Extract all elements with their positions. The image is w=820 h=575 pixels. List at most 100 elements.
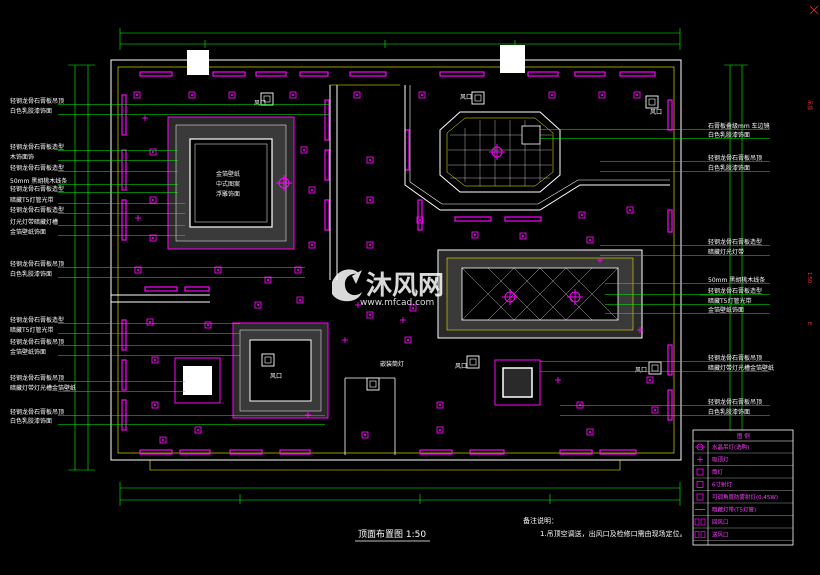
leader-lines — [58, 104, 770, 425]
downlight-icon — [416, 216, 424, 224]
annotation-left-7: 暗藏T5灯管光带 — [10, 196, 53, 204]
spotlight-icon — [305, 412, 311, 418]
downlight-icon — [294, 266, 302, 274]
light-strip — [121, 399, 127, 431]
light-strip — [121, 359, 127, 391]
annotation-left-17: 轻钢龙骨石膏板吊顶 — [10, 374, 64, 382]
light-strip — [619, 71, 656, 77]
light-strip — [139, 449, 173, 455]
downlight-icon — [133, 91, 141, 99]
downlight-icon — [366, 241, 374, 249]
legend-row: 吸顶灯 — [693, 456, 793, 466]
light-strip — [667, 344, 673, 376]
edge-light-strips — [121, 71, 673, 455]
downlight-icon — [633, 91, 641, 99]
vent-icon — [648, 361, 662, 375]
downlight-icon — [188, 91, 196, 99]
annotation-right-9: 金箔壁纸饰面 — [708, 306, 744, 314]
center-block-line-2: 中式图案 — [216, 180, 240, 188]
legend-label: 暗藏灯带(T5灯管) — [712, 506, 756, 514]
downlight-icon — [264, 276, 272, 284]
legend-square-dot-icon — [696, 468, 704, 476]
columns — [187, 45, 525, 75]
light-strip — [229, 449, 263, 455]
downlight-icon — [289, 91, 297, 99]
downlight-icon — [651, 406, 659, 414]
light-strip — [349, 71, 387, 77]
downlight-icon — [578, 211, 586, 219]
annotation-left-13: 轻钢龙骨石膏板造型 — [10, 316, 64, 324]
light-strip — [454, 216, 492, 222]
downlight-icon — [149, 148, 157, 156]
annotation-left-12: 白色乳胶漆饰面 — [10, 270, 52, 278]
annotations-right: 石膏板叠级mm 车边镜白色乳胶漆饰面轻钢龙骨石膏板吊顶白色乳胶漆饰面轻钢龙骨石膏… — [708, 122, 774, 416]
vent-icon — [471, 91, 485, 105]
light-strip — [184, 286, 210, 292]
spotlight-icon — [400, 317, 406, 323]
annotation-right-7: 轻钢龙骨石膏板造型 — [708, 287, 762, 295]
annotation-right-11: 暗藏灯带灯光槽金箔壁纸 — [708, 364, 774, 372]
light-strip — [212, 71, 246, 77]
downlight-icon — [308, 241, 316, 249]
downlight-icon — [586, 236, 594, 244]
light-strip — [121, 319, 127, 351]
vent-icon — [366, 377, 380, 391]
legend-row: 送风口 — [693, 531, 793, 541]
annotation-right-6: 50mm 黑胡桃木线条 — [708, 276, 765, 284]
light-strip — [121, 149, 127, 191]
chandelier-icon — [502, 289, 518, 305]
light-strip — [324, 149, 330, 181]
annotation-right-5: 暗藏灯光灯带 — [708, 248, 744, 256]
annotation-left-14: 暗藏T5灯管光带 — [10, 326, 53, 334]
annotation-left-6: 轻钢龙骨石膏板造型 — [10, 185, 64, 193]
legend-row: 筒灯 — [693, 468, 793, 479]
light-strip — [599, 449, 637, 455]
downlight-icon — [404, 336, 412, 344]
legend-title: 图 例 — [737, 432, 750, 440]
light-strip — [667, 209, 673, 233]
right-margin-marks: 吊顶 1:50 E — [806, 5, 819, 325]
downlight-icon — [214, 266, 222, 274]
ceiling-panel-left-bottom — [232, 322, 329, 419]
downlight-icon — [308, 186, 316, 194]
legend-row: 可调角度防雾射灯(0.45W) — [693, 493, 793, 504]
downlight-icon — [626, 206, 634, 214]
downlight-icon — [548, 91, 556, 99]
spotlight-icon — [342, 337, 348, 343]
downlight-icon — [436, 426, 444, 434]
annotation-left-2: 轻钢龙骨石膏板造型 — [10, 143, 64, 151]
watermark-text: 沐风网 — [366, 271, 444, 301]
light-strip — [255, 71, 287, 77]
legend-label: 水晶吊灯(选购) — [712, 443, 749, 451]
annotation-right-4: 轻钢龙骨石膏板造型 — [708, 238, 762, 246]
annotation-right-8: 暗藏T5灯管光带 — [708, 297, 751, 305]
spotlight-icon — [142, 115, 148, 121]
light-strip — [574, 71, 606, 77]
legend-vent-in-icon — [694, 518, 706, 526]
annotation-left-1: 白色乳胶漆饰面 — [10, 107, 52, 115]
light-strip — [417, 199, 423, 231]
top-dimension-lines — [119, 28, 681, 50]
vent-icon — [645, 95, 659, 109]
legend-label: 筒灯 — [712, 468, 724, 476]
downlight-icon — [254, 301, 262, 309]
downlight-icon — [471, 231, 479, 239]
notes-line-1: 1.吊顶空调送，出风口及检修口需由现场定位。 — [540, 529, 687, 538]
legend-label: 6寸射灯 — [712, 481, 732, 489]
annotation-left-4: 轻钢龙骨石膏板造型 — [10, 164, 64, 172]
annotation-left-18: 暗藏灯带灯光槽金箔壁纸 — [10, 384, 76, 392]
annotation-left-10: 金箔壁纸饰面 — [10, 228, 46, 236]
annotation-left-0: 轻钢龙骨石膏板吊顶 — [10, 97, 64, 105]
legend-small-square-icon — [696, 481, 704, 488]
light-strip — [121, 94, 127, 136]
annotation-left-5: 50mm 黑胡桃木线条 — [10, 177, 67, 185]
vent-icon — [260, 92, 274, 106]
annotation-left-15: 轻钢龙骨石膏板吊顶 — [10, 338, 64, 346]
light-strip — [667, 389, 673, 421]
downlight-icon — [159, 436, 167, 444]
vent-label-6: 风口 — [270, 373, 282, 380]
downlight-icon — [204, 321, 212, 329]
annotation-right-12: 轻钢龙骨石膏板吊顶 — [708, 398, 762, 406]
downlight-icon — [366, 311, 374, 319]
